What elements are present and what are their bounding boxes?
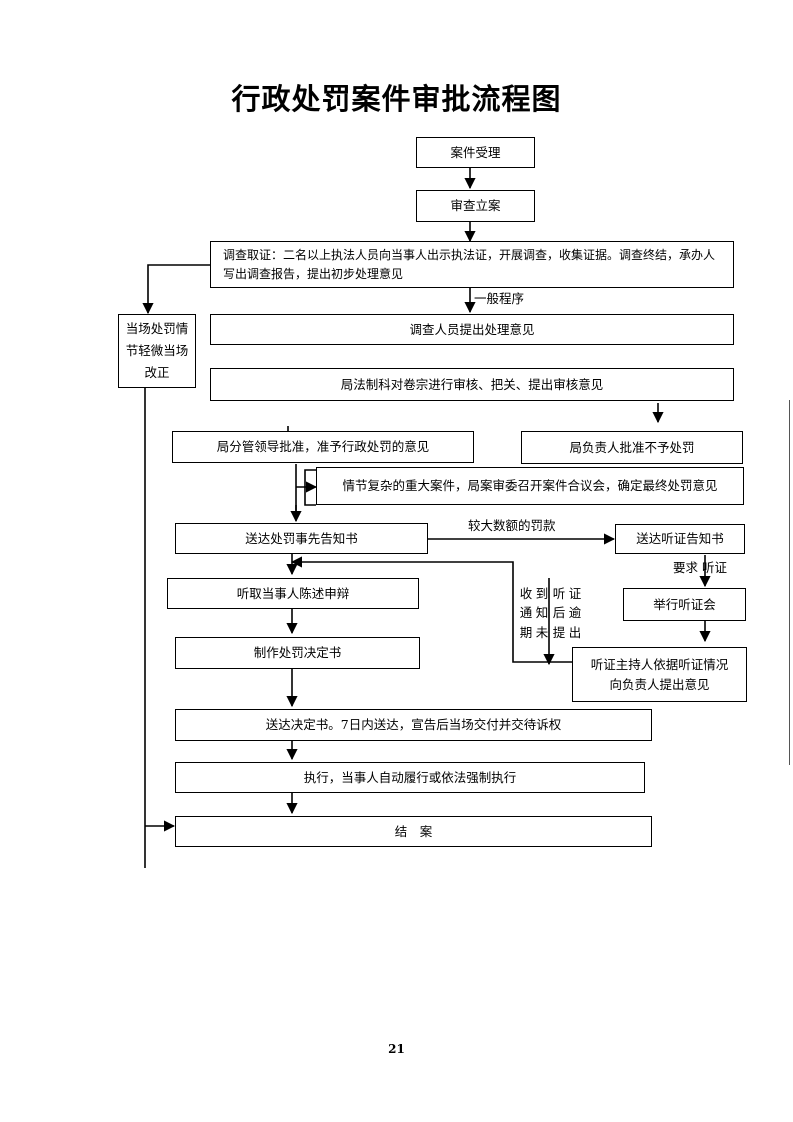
label-col-c: 听后提 — [552, 586, 566, 640]
label-request-hearing: 要求 听证 — [673, 560, 727, 575]
node-pre-notice: 送达处罚事先告知书 — [175, 523, 428, 554]
page-title: 行政处罚案件审批流程图 — [231, 82, 562, 116]
node-investigator-opinion: 调查人员提出处理意见 — [210, 314, 734, 345]
node-hearing-opinion: 听证主持人依据听证情况向负责人提出意见 — [572, 647, 747, 702]
node-leader-approval: 局分管领导批准，准予行政处罚的意见 — [172, 431, 474, 463]
node-hear-defense: 听取当事人陈述申辩 — [167, 578, 419, 609]
arrow-to-onsite — [142, 264, 210, 315]
node-collective-review: 情节复杂的重大案件，局案审委召开案件合议会，确定最终处罚意见 — [316, 467, 744, 505]
node-onsite-penalty: 当场处罚情节轻微当场改正 — [118, 314, 196, 388]
label-large-fine: 较大数额的罚款 — [468, 518, 556, 533]
page-edge-line — [789, 400, 790, 765]
label-col-a: 收通期 — [519, 586, 533, 640]
label-general-procedure: 一般程序 — [474, 291, 525, 306]
page-number: 21 — [388, 1042, 405, 1056]
label-col-d: 证逾出 — [568, 586, 582, 640]
arrow-return-defense — [290, 556, 572, 663]
node-no-penalty: 局负责人批准不予处罚 — [521, 431, 743, 464]
node-case-registration: 审查立案 — [416, 190, 535, 222]
node-execute: 执行，当事人自动履行或依法强制执行 — [175, 762, 645, 793]
node-hold-hearing: 举行听证会 — [623, 588, 746, 621]
node-case-acceptance: 案件受理 — [416, 137, 535, 168]
node-make-decision: 制作处罚决定书 — [175, 637, 420, 669]
node-legal-review: 局法制科对卷宗进行审核、把关、提出审核意见 — [210, 368, 734, 401]
node-deliver-decision: 送达决定书。7日内送达，宣告后当场交付并交待诉权 — [175, 709, 652, 741]
label-col-b: 到知未 — [535, 586, 549, 640]
node-hearing-notice: 送达听证告知书 — [615, 524, 745, 554]
node-investigation: 调查取证：二名以上执法人员向当事人出示执法证，开展调查，收集证据。调查终结，承办… — [210, 241, 734, 288]
line-collective-in — [304, 469, 316, 506]
node-case-closed: 结 案 — [175, 816, 652, 847]
